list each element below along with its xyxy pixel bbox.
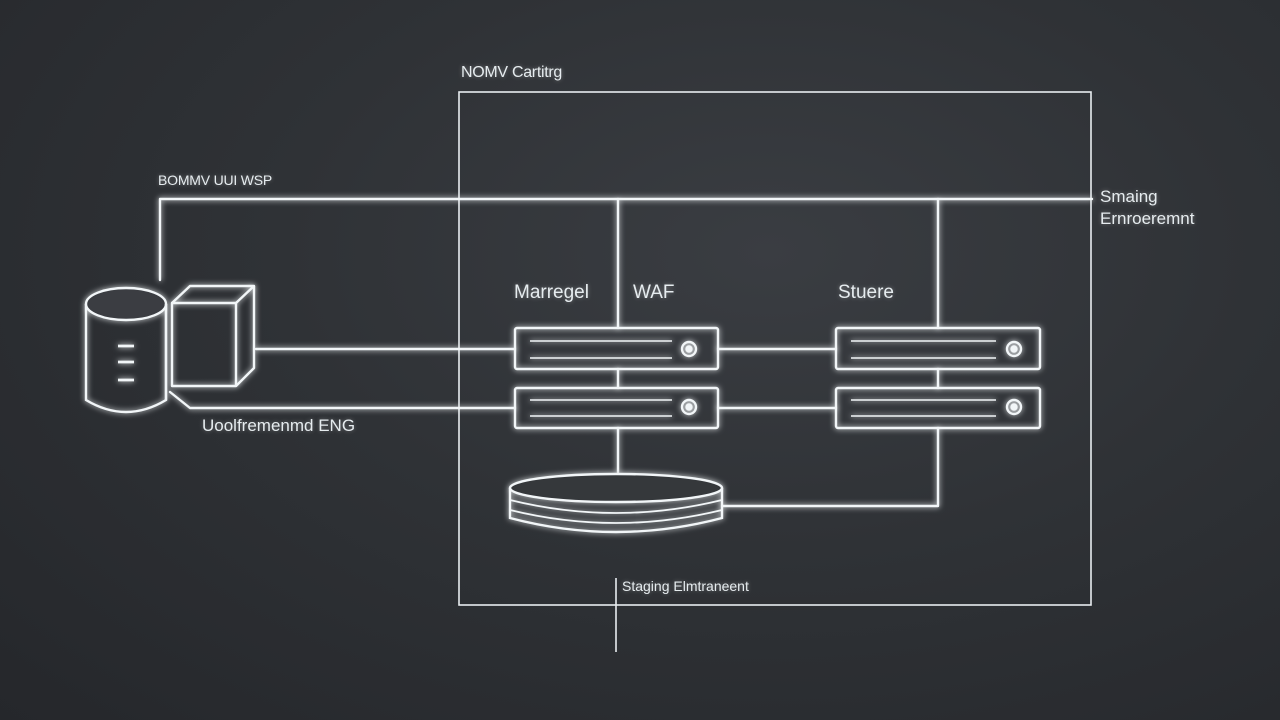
server-rack-icon bbox=[513, 326, 720, 371]
managed-label: Marregel bbox=[514, 282, 589, 303]
storage-disk-icon bbox=[508, 472, 724, 534]
database-cylinder-icon bbox=[84, 286, 168, 414]
boundary-title: NOMV Cartitrg bbox=[461, 64, 562, 81]
connector-db-to-server-2 bbox=[168, 390, 517, 410]
connector-staging-down bbox=[720, 426, 940, 508]
waf-label: WAF bbox=[633, 282, 675, 303]
database-label: Uoolfremenmd ENG bbox=[202, 416, 356, 435]
staging-label: Stuere bbox=[838, 282, 894, 303]
server-cube-icon bbox=[170, 284, 256, 388]
server-rack-icon bbox=[513, 386, 720, 430]
network-line-top bbox=[158, 197, 1094, 282]
environment-label-line1: Smaing bbox=[1100, 187, 1158, 206]
staging-environment-label: Staging Elmtraneent bbox=[622, 578, 749, 594]
environment-label-line2: Ernroeremnt bbox=[1100, 209, 1195, 228]
server-rack-icon bbox=[834, 386, 1042, 430]
server-rack-icon bbox=[834, 326, 1042, 371]
network-label: BOMMV UUI WSP bbox=[158, 172, 273, 188]
environment-label: Smaing Ernroeremnt bbox=[1100, 186, 1194, 230]
